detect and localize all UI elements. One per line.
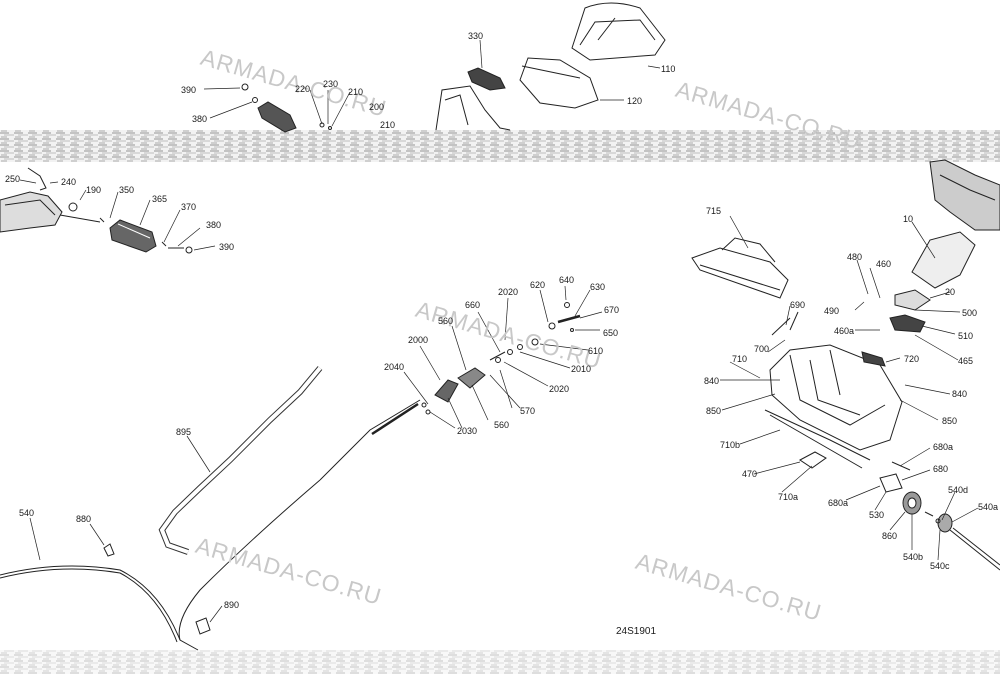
callout-690: 690 xyxy=(790,300,806,310)
callout-330: 330 xyxy=(468,31,484,41)
callout-380: 380 xyxy=(192,114,208,124)
part-rod-690b xyxy=(789,311,799,331)
part-clip-330 xyxy=(467,67,506,91)
part-rod-690 xyxy=(771,317,791,336)
callout-720: 720 xyxy=(904,354,920,364)
part-handle-left xyxy=(0,167,105,233)
diagram-code: 24S1901 xyxy=(616,626,657,637)
part-handle-right xyxy=(889,159,1000,333)
leader-lines xyxy=(19,39,979,623)
callout-710: 710 xyxy=(732,354,748,364)
callout-370: 370 xyxy=(181,202,197,212)
callout-120: 120 xyxy=(627,96,643,106)
callout-680: 680 xyxy=(933,464,949,474)
scan-noise-band xyxy=(0,130,1000,162)
callout-380b: 380 xyxy=(206,220,222,230)
callout-670a: 670 xyxy=(604,305,620,315)
part-cable-540b xyxy=(0,568,178,643)
callout-190: 190 xyxy=(86,185,102,195)
part-890 xyxy=(195,617,211,635)
part-720 xyxy=(861,351,886,367)
callout-540b: 540b xyxy=(903,552,924,562)
callout-2000: 2000 xyxy=(408,335,429,345)
callout-2040: 2040 xyxy=(384,362,405,372)
callout-350: 350 xyxy=(119,185,135,195)
callout-540c: 540c xyxy=(930,561,950,571)
callout-210: 210 xyxy=(348,87,364,97)
callout-680a: 680a xyxy=(933,442,954,452)
callout-850b: 850 xyxy=(942,416,958,426)
callout-540a: 540a xyxy=(978,502,999,512)
callout-465: 465 xyxy=(958,356,974,366)
callout-2020a: 2020 xyxy=(498,287,519,297)
part-housing-120 xyxy=(519,57,599,109)
callout-2010: 2010 xyxy=(571,364,592,374)
callout-570: 570 xyxy=(520,406,536,416)
callout-560b: 560 xyxy=(494,420,510,430)
part-cable-assembly xyxy=(319,302,581,481)
callout-365: 365 xyxy=(152,194,168,204)
callout-840b: 840 xyxy=(952,389,968,399)
callout-10: 10 xyxy=(903,214,914,224)
callout-200: 200 xyxy=(369,102,385,112)
callout-710b: 710b xyxy=(720,440,741,450)
callout-895: 895 xyxy=(176,427,192,437)
part-470 xyxy=(799,451,827,469)
part-880 xyxy=(103,543,115,557)
callout-460: 460 xyxy=(876,259,892,269)
callout-2020b: 2020 xyxy=(549,384,570,394)
part-cover-110 xyxy=(571,2,666,61)
part-grip-top xyxy=(241,83,332,133)
callout-715: 715 xyxy=(706,206,722,216)
callout-610: 610 xyxy=(588,346,604,356)
callout-230: 230 xyxy=(323,79,339,89)
callout-680a-2: 680a xyxy=(828,498,849,508)
callout-250: 250 xyxy=(5,174,21,184)
callout-650: 650 xyxy=(603,328,619,338)
callout-480: 480 xyxy=(847,252,863,262)
part-clip-680 xyxy=(879,461,911,493)
callout-510: 510 xyxy=(958,331,974,341)
callout-620: 620 xyxy=(530,280,546,290)
callout-660: 660 xyxy=(465,300,481,310)
callout-860: 860 xyxy=(882,531,898,541)
callout-530: 530 xyxy=(869,510,885,520)
part-bracket-top xyxy=(435,85,511,131)
callout-490: 490 xyxy=(824,306,840,316)
callout-560a: 560 xyxy=(438,316,454,326)
part-grip-365 xyxy=(109,219,193,254)
callout-880: 880 xyxy=(76,514,92,524)
callout-390b: 390 xyxy=(219,242,235,252)
callout-630: 630 xyxy=(590,282,606,292)
callout-890: 890 xyxy=(224,600,240,610)
callout-210b: 210 xyxy=(380,120,396,130)
callout-540d: 540d xyxy=(948,485,969,495)
callout-220: 220 xyxy=(295,84,311,94)
callout-850a: 850 xyxy=(706,406,722,416)
callout-640: 640 xyxy=(559,275,575,285)
callout-540: 540 xyxy=(19,508,35,518)
callout-390: 390 xyxy=(181,85,197,95)
callout-20: 20 xyxy=(945,287,956,297)
callout-240: 240 xyxy=(61,177,77,187)
callout-840a: 840 xyxy=(704,376,720,386)
part-cable-long xyxy=(178,479,321,641)
scan-noise-bottom xyxy=(0,650,1000,674)
part-cable-540 xyxy=(0,565,199,651)
callout-700: 700 xyxy=(754,344,770,354)
callout-460a: 460a xyxy=(834,326,855,336)
part-housing-850 xyxy=(764,344,903,469)
callout-470: 470 xyxy=(742,469,758,479)
part-bar-715 xyxy=(691,237,789,299)
callout-500: 500 xyxy=(962,308,978,318)
callout-710a: 710a xyxy=(778,492,799,502)
callout-110: 110 xyxy=(661,64,676,74)
part-cable-895-inner xyxy=(159,366,322,554)
callout-2030: 2030 xyxy=(457,426,478,436)
